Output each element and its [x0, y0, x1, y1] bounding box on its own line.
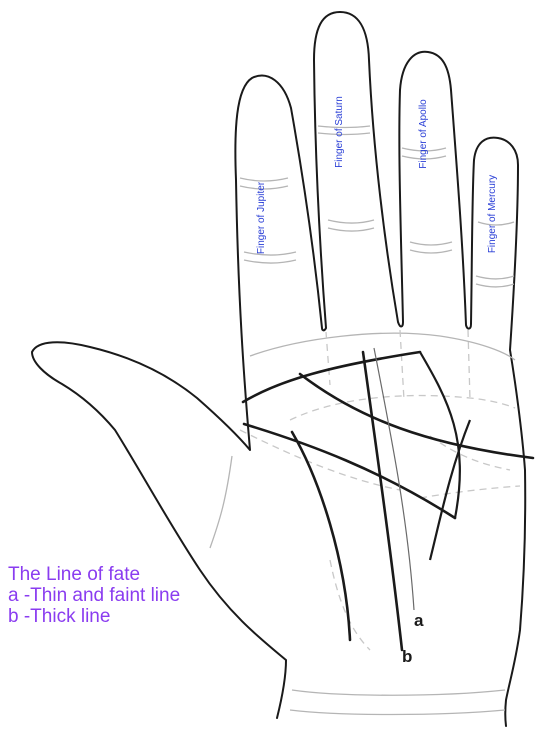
finger-label-apollo: Finger of Apollo [418, 99, 429, 169]
finger-label-mercury: Finger of Mercury [487, 175, 498, 253]
finger-label-saturn: Finger of Saturn [334, 96, 345, 168]
caption-title: The Line of fate [8, 564, 208, 585]
fate-line-caption: The Line of fate a -Thin and faint line … [8, 564, 208, 627]
line-label-a: a [414, 611, 424, 630]
caption-item-b: b -Thick line [8, 606, 208, 627]
caption-item-a: a -Thin and faint line [8, 585, 208, 606]
finger-label-jupiter: Finger of Jupiter [256, 181, 267, 254]
line-label-b: b [402, 647, 412, 666]
